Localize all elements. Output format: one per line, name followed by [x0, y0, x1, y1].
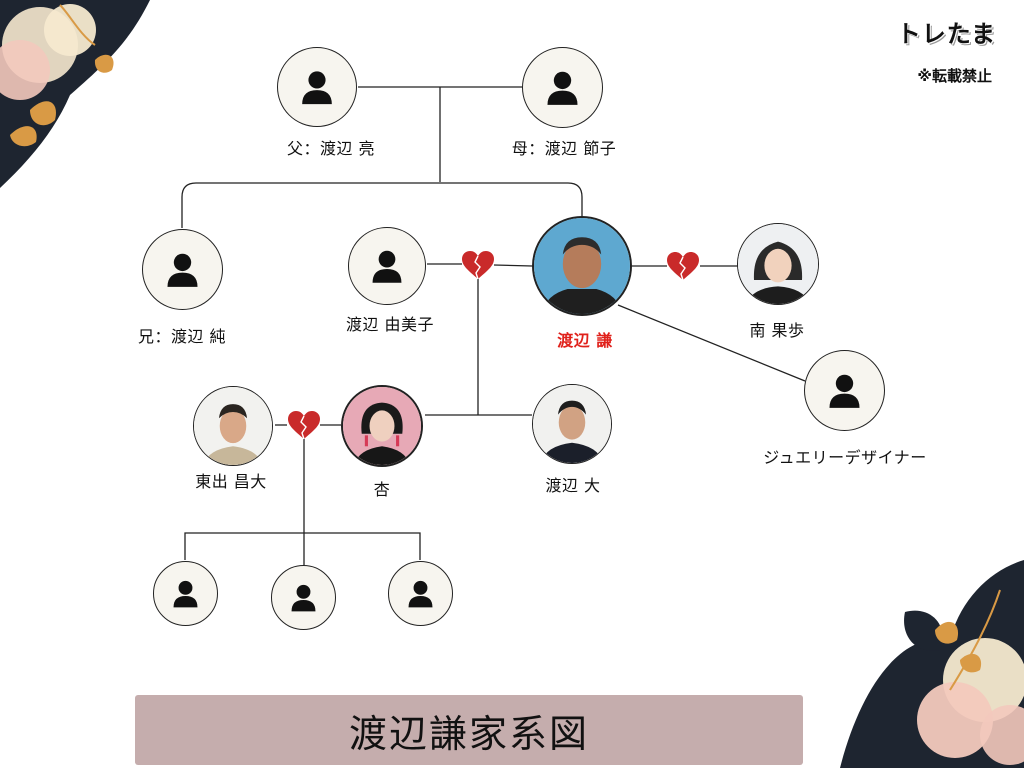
yumiko-name: 渡辺 由美子: [345, 315, 435, 334]
mother-node: [522, 47, 603, 128]
higashide-portrait: [193, 386, 273, 466]
anne-portrait: [341, 385, 423, 467]
person-silhouette-icon: [291, 584, 316, 612]
grandchild-node-3: [388, 561, 453, 626]
person-silhouette-icon: [302, 71, 332, 105]
ken-portrait: [532, 216, 632, 316]
broken-heart-icon: [667, 252, 699, 281]
broken-heart-icon: [288, 411, 320, 440]
person-silhouette-icon: [547, 71, 578, 105]
person-silhouette-icon: [372, 250, 402, 283]
minami-portrait: [737, 223, 819, 305]
portrait-woman-image: [343, 387, 421, 465]
yumiko-node: [348, 227, 426, 305]
person-silhouette-icon: [408, 580, 433, 608]
diagram-title-band: 渡辺謙家系図: [135, 695, 803, 765]
grandchild-node-1: [153, 561, 218, 626]
portrait-man-image: [534, 218, 630, 314]
person-silhouette-icon: [173, 580, 198, 608]
higashide-name: 東出 昌大: [195, 472, 267, 491]
person-silhouette-icon: [829, 374, 860, 408]
jeweler-node: [804, 350, 885, 431]
dai-portrait: [532, 384, 612, 464]
portrait-woman-image: [738, 224, 818, 304]
brother-name: 兄：渡辺 純: [137, 327, 227, 346]
brother-node: [142, 229, 223, 310]
father-node: [277, 47, 357, 127]
mother-name: 母：渡辺 節子: [511, 139, 617, 158]
jeweler-name: ジュエリーデザイナー: [763, 448, 927, 467]
broken-heart-icon: [462, 251, 494, 280]
anne-name: 杏: [373, 480, 391, 499]
portrait-man-image: [533, 385, 611, 463]
copyright-notice: ※転載禁止: [917, 67, 992, 85]
brand-logo: トレたま: [896, 20, 996, 48]
diagram-title: 渡辺謙家系図: [348, 711, 589, 756]
person-silhouette-icon: [167, 253, 198, 287]
dai-name: 渡辺 大: [545, 476, 601, 495]
grandchild-node-2: [271, 565, 336, 630]
portrait-man-image: [194, 387, 272, 465]
ken-name: 渡辺 謙: [557, 331, 613, 350]
minami-name: 南 果歩: [749, 321, 805, 340]
father-name: 父：渡辺 亮: [286, 139, 376, 158]
